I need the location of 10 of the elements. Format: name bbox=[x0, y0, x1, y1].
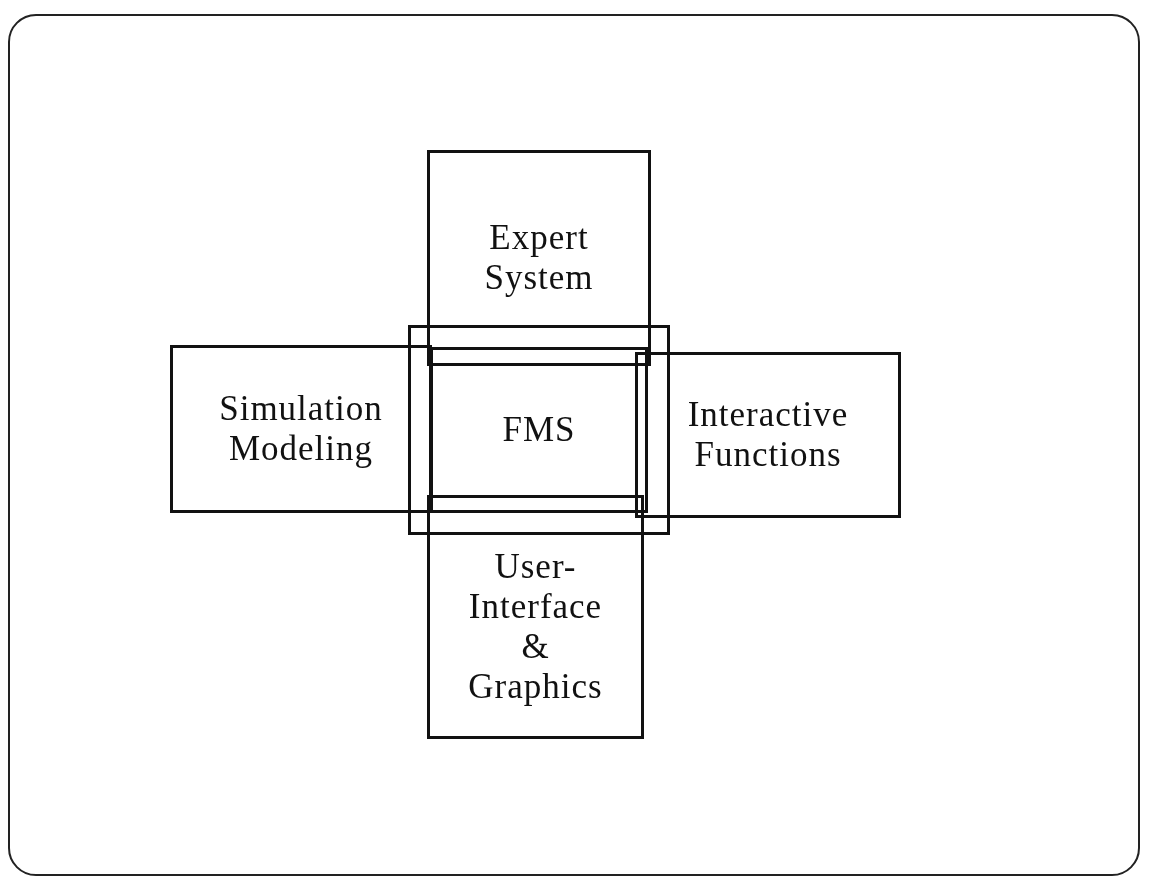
process-box bbox=[170, 345, 432, 513]
process-box bbox=[635, 352, 901, 518]
process-box bbox=[408, 325, 670, 535]
box-label: Simulation Modeling bbox=[218, 388, 384, 470]
box-label: Interactive Functions bbox=[686, 394, 850, 476]
box-label: Expert System bbox=[483, 217, 595, 299]
process-box bbox=[427, 495, 644, 739]
box-label: FMS bbox=[502, 409, 576, 451]
process-box bbox=[427, 150, 651, 366]
box-label: User- Interface & Graphics bbox=[467, 546, 604, 708]
